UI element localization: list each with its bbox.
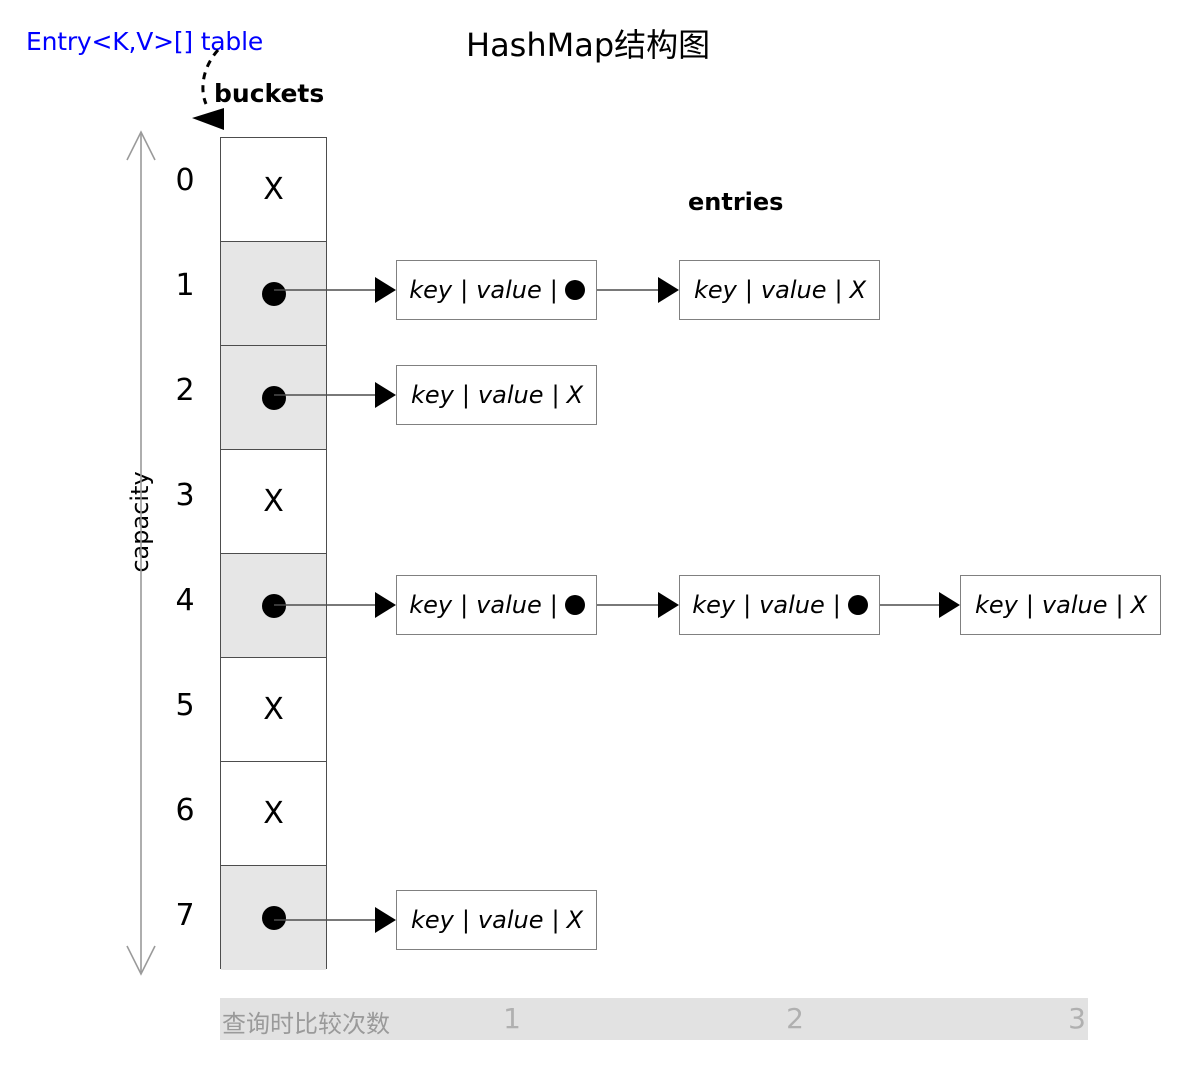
entry-key: key: [410, 381, 454, 409]
entry-separator: |: [460, 591, 469, 619]
bucket-cell-6[interactable]: X: [221, 762, 326, 866]
entry-separator: |: [549, 591, 558, 619]
reference-dot-icon: [261, 281, 286, 306]
next-pointer-dot-icon: [847, 595, 868, 615]
bucket-index-5: 5: [175, 688, 195, 723]
entry-separator: |: [461, 381, 470, 409]
bucket-index-4: 4: [175, 583, 195, 618]
bucket-cell-5[interactable]: X: [221, 658, 326, 762]
entry-node-4-0[interactable]: key | value |: [396, 575, 597, 635]
bucket-index-3: 3: [175, 478, 195, 513]
comparison-count-1: 1: [503, 1002, 521, 1035]
reference-dot-icon: [261, 593, 286, 618]
entry-node-7-0[interactable]: key | value | X: [396, 890, 597, 950]
entry-node-1-1[interactable]: key | value | X: [679, 260, 880, 320]
bucket-cell-7[interactable]: [221, 866, 326, 970]
entry-node-4-1[interactable]: key | value |: [679, 575, 880, 635]
next-null-marker-icon: X: [566, 381, 584, 409]
entry-separator: |: [1025, 591, 1034, 619]
empty-marker-icon: X: [263, 171, 284, 207]
entry-separator: |: [1115, 591, 1124, 619]
bucket-index-1: 1: [175, 268, 195, 303]
next-pointer-dot-icon: [564, 280, 585, 300]
page-title: HashMap结构图: [466, 26, 711, 64]
comparison-count-2: 2: [786, 1002, 804, 1035]
entry-key: key: [409, 276, 453, 304]
comparison-count-label: 查询时比较次数: [222, 1010, 390, 1038]
entry-separator: |: [551, 906, 560, 934]
entry-separator: |: [834, 276, 843, 304]
entry-separator: |: [461, 906, 470, 934]
bucket-index-7: 7: [175, 898, 195, 933]
next-null-marker-icon: X: [849, 276, 867, 304]
entry-key: key: [409, 591, 453, 619]
entry-value: value: [476, 591, 542, 619]
entry-value: value: [476, 276, 542, 304]
bucket-cell-0[interactable]: X: [221, 138, 326, 242]
reference-dot-icon: [261, 906, 286, 930]
entry-key: key: [693, 276, 737, 304]
comparison-count-3: 3: [1068, 1002, 1086, 1035]
bucket-index-0: 0: [175, 163, 195, 198]
bucket-cell-1[interactable]: [221, 242, 326, 346]
entry-node-4-2[interactable]: key | value | X: [960, 575, 1161, 635]
bucket-cell-3[interactable]: X: [221, 450, 326, 554]
bucket-cell-2[interactable]: [221, 346, 326, 450]
bucket-index-6: 6: [175, 793, 195, 828]
entry-value: value: [759, 591, 825, 619]
entry-separator: |: [460, 276, 469, 304]
reference-dot-icon: [261, 385, 286, 410]
table-pointer-dashed-arrow: [192, 49, 224, 130]
entry-key: key: [974, 591, 1018, 619]
entry-key: key: [692, 591, 736, 619]
empty-marker-icon: X: [263, 483, 284, 519]
entry-key: key: [410, 906, 454, 934]
comparison-count-bar: 查询时比较次数 1 2 3: [220, 998, 1088, 1040]
bucket-index-2: 2: [175, 373, 195, 408]
empty-marker-icon: X: [263, 691, 284, 727]
bucket-cell-4[interactable]: [221, 554, 326, 658]
entry-value: value: [477, 906, 544, 934]
entry-table-label: Entry<K,V>[] table: [26, 27, 264, 56]
entry-node-2-0[interactable]: key | value | X: [396, 365, 597, 425]
entry-separator: |: [551, 381, 560, 409]
buckets-label: buckets: [214, 79, 325, 108]
next-null-marker-icon: X: [566, 906, 584, 934]
entry-value: value: [760, 276, 827, 304]
next-pointer-dot-icon: [564, 595, 585, 615]
entry-value: value: [1041, 591, 1108, 619]
entry-separator: |: [549, 276, 558, 304]
entry-separator: |: [832, 591, 841, 619]
entry-value: value: [477, 381, 544, 409]
empty-marker-icon: X: [263, 795, 284, 831]
next-null-marker-icon: X: [1130, 591, 1148, 619]
entries-label: entries: [688, 188, 784, 216]
bucket-array: X X X X: [220, 137, 327, 970]
entry-separator: |: [744, 276, 753, 304]
entry-separator: |: [743, 591, 752, 619]
capacity-double-arrow: [126, 130, 156, 976]
entry-node-1-0[interactable]: key | value |: [396, 260, 597, 320]
